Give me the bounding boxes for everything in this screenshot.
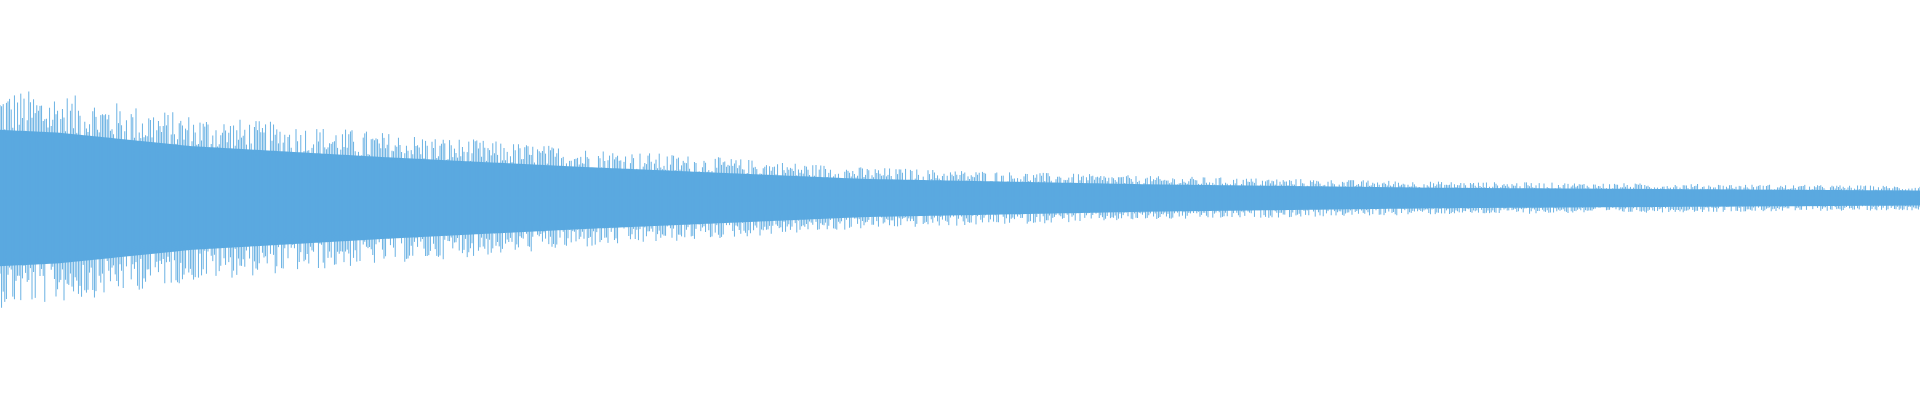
waveform-trace (0, 91, 1920, 308)
